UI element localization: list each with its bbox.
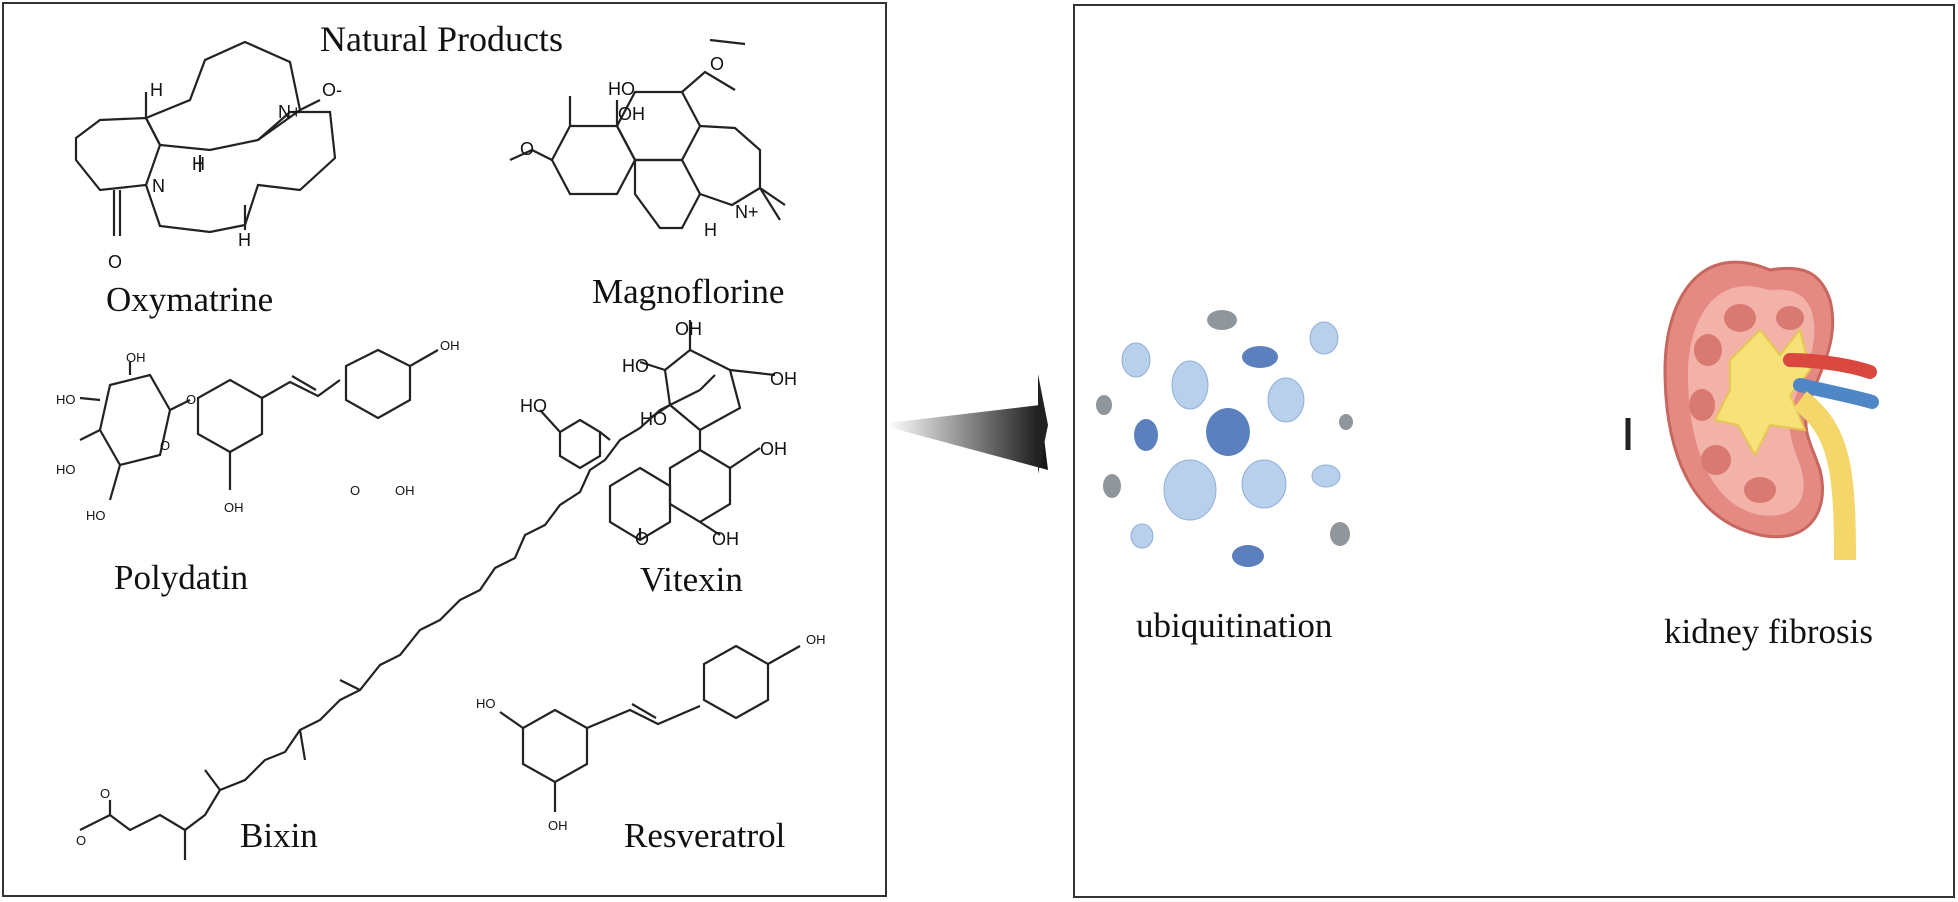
atom-label-ho: HO [520, 396, 547, 416]
atom-label-n-plus: N+ [278, 102, 302, 122]
compound-label-resveratrol: Resveratrol [624, 816, 786, 855]
natural-products-panel [2, 2, 887, 897]
atom-label-ho: HO [622, 356, 649, 376]
atom-label-oh: OH [806, 632, 826, 647]
atom-label-ho: HO [86, 508, 106, 523]
atom-label-o: O [710, 54, 724, 74]
atom-label-ho: HO [476, 696, 496, 711]
atom-label-o: O [520, 139, 534, 159]
compound-label-oxymatrine: Oxymatrine [106, 280, 274, 319]
compound-label-bixin: Bixin [240, 816, 318, 855]
atom-label-n: N [152, 176, 165, 196]
atom-label-o: O [100, 786, 110, 801]
atom-label-o: O [108, 252, 122, 272]
compound-label-polydatin: Polydatin [114, 558, 249, 597]
atom-label-h: H [150, 80, 163, 100]
atom-label-o: O [350, 483, 360, 498]
atom-label-h: H [238, 230, 251, 250]
atom-label-o: O [160, 438, 170, 453]
panel-title: Natural Products [320, 19, 563, 59]
atom-label-oh: OH [440, 338, 460, 353]
kidney-fibrosis-label: kidney fibrosis [1664, 612, 1874, 651]
atom-label-n-plus: N+ [735, 202, 759, 222]
atom-label-oh: OH [712, 529, 739, 549]
atom-label-ho: HO [56, 392, 76, 407]
atom-label-ho: HO [56, 462, 76, 477]
atom-label-ho: HO [608, 79, 635, 99]
atom-label-oh: OH [224, 500, 244, 515]
compound-label-magnoflorine: Magnoflorine [592, 272, 785, 311]
atom-label-oh: OH [618, 104, 645, 124]
ubiquitination-label: ubiquitination [1136, 606, 1333, 645]
compound-label-vitexin: Vitexin [640, 560, 743, 599]
atom-label-h: H [192, 154, 205, 174]
atom-label-oh: OH [126, 350, 146, 365]
atom-label-oh: OH [760, 439, 787, 459]
atom-label-oh: OH [395, 483, 415, 498]
atom-label-h: H [704, 220, 717, 240]
atom-label-oh: OH [770, 369, 797, 389]
atom-label-ho: HO [640, 409, 667, 429]
atom-label-o-minus: O- [322, 80, 342, 100]
atom-label-oh: OH [548, 818, 568, 833]
atom-label-o: O [76, 833, 86, 848]
atom-label-o: O [635, 529, 649, 549]
atom-label-oh: OH [675, 319, 702, 339]
atom-label-o: O [186, 392, 196, 407]
